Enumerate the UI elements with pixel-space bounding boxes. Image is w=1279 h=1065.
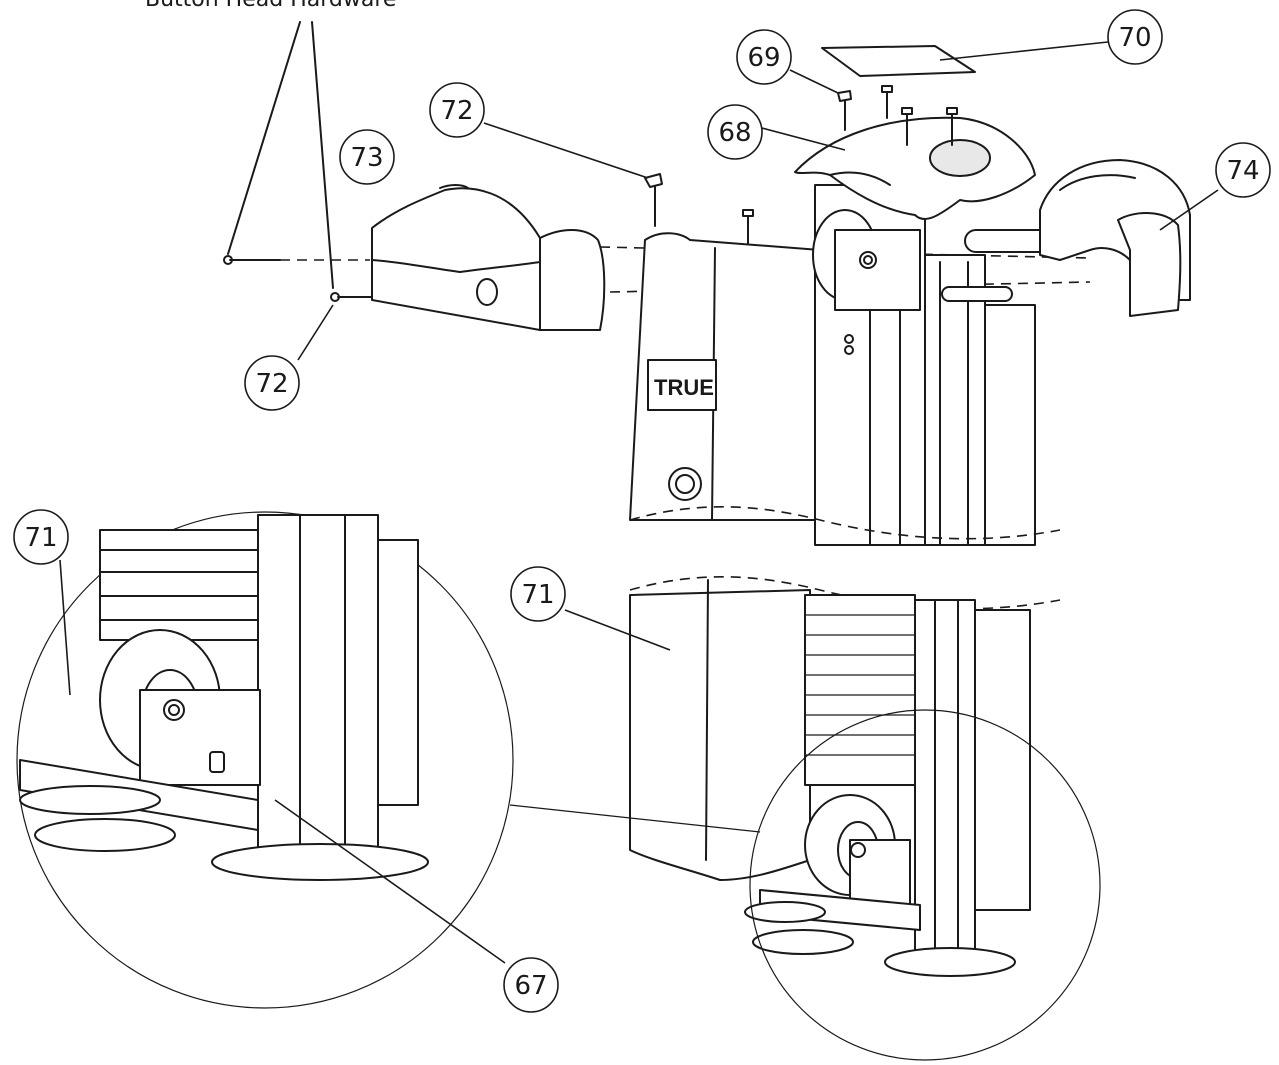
lower-pulley-and-base [744,794,1016,977]
callout-72-lower: 72 [244,355,300,411]
hardware-note: Button Head Hardware [145,0,396,12]
callout-74: 74 [1215,142,1271,198]
shroud-cap-part [371,184,606,331]
top-cap-part [794,116,1036,220]
bolt-upper [223,255,281,265]
callout-67: 67 [503,957,559,1013]
svg-text:72: 72 [255,369,288,399]
callout-73: 73 [339,129,395,185]
lower-weight-stack [804,594,1031,961]
callout-71-main: 71 [510,566,566,622]
detail-circle-left [16,511,514,1009]
svg-text:69: 69 [747,43,780,73]
screw-72-upper [644,173,663,227]
callout-leaders [59,41,1219,964]
brand-logo: TRUE [654,375,714,400]
top-pulley-assembly [812,209,1076,311]
callout-72-upper: 72 [429,82,485,138]
hardware-note-leaders [227,21,334,289]
screws-69 [837,85,958,146]
detail-circle-right [749,709,1101,1061]
svg-text:70: 70 [1118,23,1151,53]
label-plate-part [821,45,976,77]
svg-text:68: 68 [718,118,751,148]
svg-text:74: 74 [1226,156,1259,186]
callout-69: 69 [736,29,792,85]
screw-center [742,209,754,246]
svg-text:72: 72 [440,96,473,126]
callout-71-detail: 71 [13,509,69,565]
svg-text:67: 67 [514,971,547,1001]
svg-text:73: 73 [350,143,383,173]
callout-68: 68 [707,104,763,160]
rear-shroud-part [1039,159,1191,317]
callout-70: 70 [1107,9,1163,65]
detail-left-content [19,514,429,881]
svg-text:71: 71 [521,580,554,610]
front-shroud: TRUE [629,232,821,521]
lower-shroud [629,579,811,881]
svg-text:71: 71 [24,523,57,553]
